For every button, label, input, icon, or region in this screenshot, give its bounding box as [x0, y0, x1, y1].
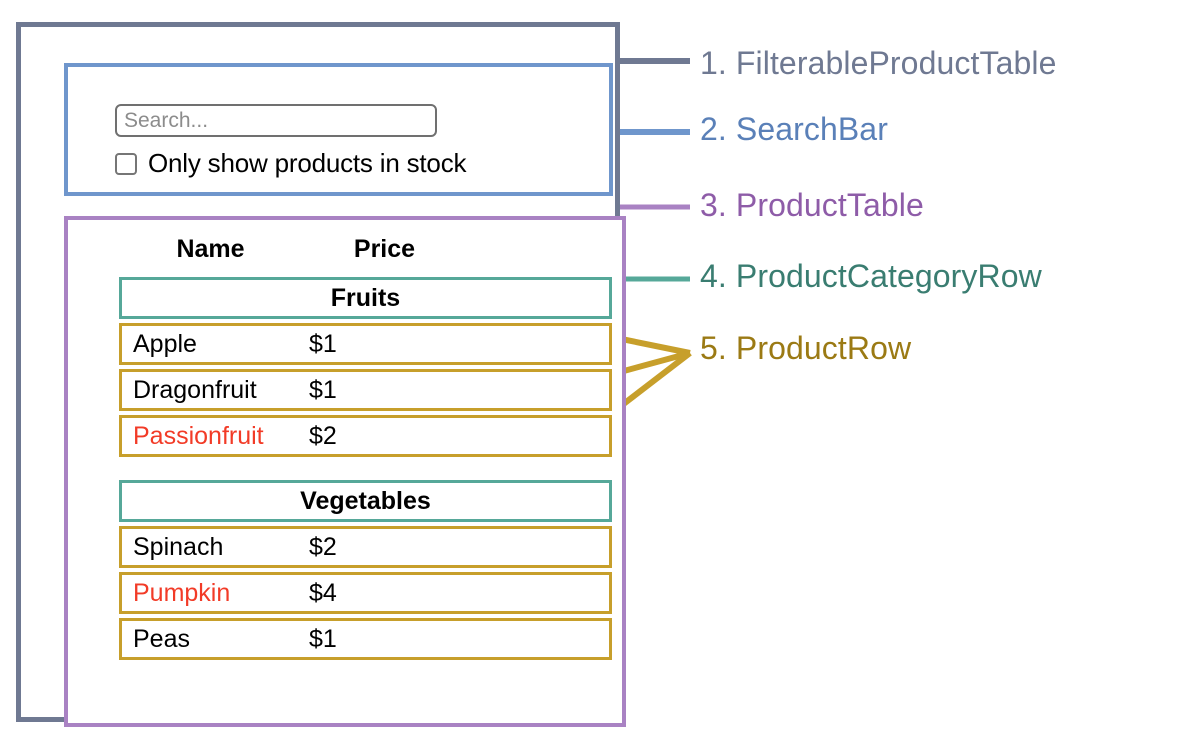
- checkbox-icon[interactable]: [115, 152, 137, 175]
- table-header-row: Name Price: [119, 228, 612, 270]
- product-category-row: Fruits: [119, 277, 612, 319]
- column-header-name: Name: [176, 234, 245, 263]
- product-name: Spinach: [133, 532, 224, 561]
- product-row[interactable]: Dragonfruit $1: [119, 369, 612, 411]
- section-gap: [119, 457, 612, 473]
- product-name: Dragonfruit: [133, 375, 257, 404]
- legend-item-search-bar: 2. SearchBar: [700, 111, 888, 147]
- legend-item-product-row: 5. ProductRow: [700, 330, 912, 366]
- product-table: Name Price Fruits Apple $1 Dragonfruit $…: [119, 228, 612, 660]
- in-stock-checkbox-row[interactable]: Only show products in stock: [115, 148, 466, 179]
- product-row[interactable]: Spinach $2: [119, 526, 612, 568]
- product-name: Apple: [133, 329, 197, 358]
- product-row[interactable]: Peas $1: [119, 618, 612, 660]
- product-row[interactable]: Pumpkin $4: [119, 572, 612, 614]
- product-price: $1: [309, 329, 337, 358]
- product-row[interactable]: Apple $1: [119, 323, 612, 365]
- in-stock-checkbox-label: Only show products in stock: [148, 148, 467, 178]
- product-price: $2: [309, 421, 337, 450]
- legend-item-product-category-row: 4. ProductCategoryRow: [700, 258, 1042, 294]
- product-price: $1: [309, 375, 337, 404]
- search-bar-frame: Only show products in stock: [64, 63, 613, 196]
- product-price: $1: [309, 624, 337, 653]
- product-name: Peas: [133, 624, 190, 653]
- product-name: Pumpkin: [133, 578, 231, 607]
- product-table-frame: Name Price Fruits Apple $1 Dragonfruit $…: [64, 216, 626, 727]
- legend-item-product-table: 3. ProductTable: [700, 187, 924, 223]
- product-name: Passionfruit: [133, 421, 264, 450]
- product-category-row: Vegetables: [119, 480, 612, 522]
- product-row[interactable]: Passionfruit $2: [119, 415, 612, 457]
- filterable-product-table-frame: Only show products in stock Name Price F…: [16, 22, 626, 727]
- search-input[interactable]: [115, 104, 437, 137]
- product-price: $4: [309, 578, 337, 607]
- legend-item-filterable-product-table: 1. FilterableProductTable: [700, 45, 1057, 81]
- product-price: $2: [309, 532, 337, 561]
- column-header-price: Price: [353, 234, 416, 263]
